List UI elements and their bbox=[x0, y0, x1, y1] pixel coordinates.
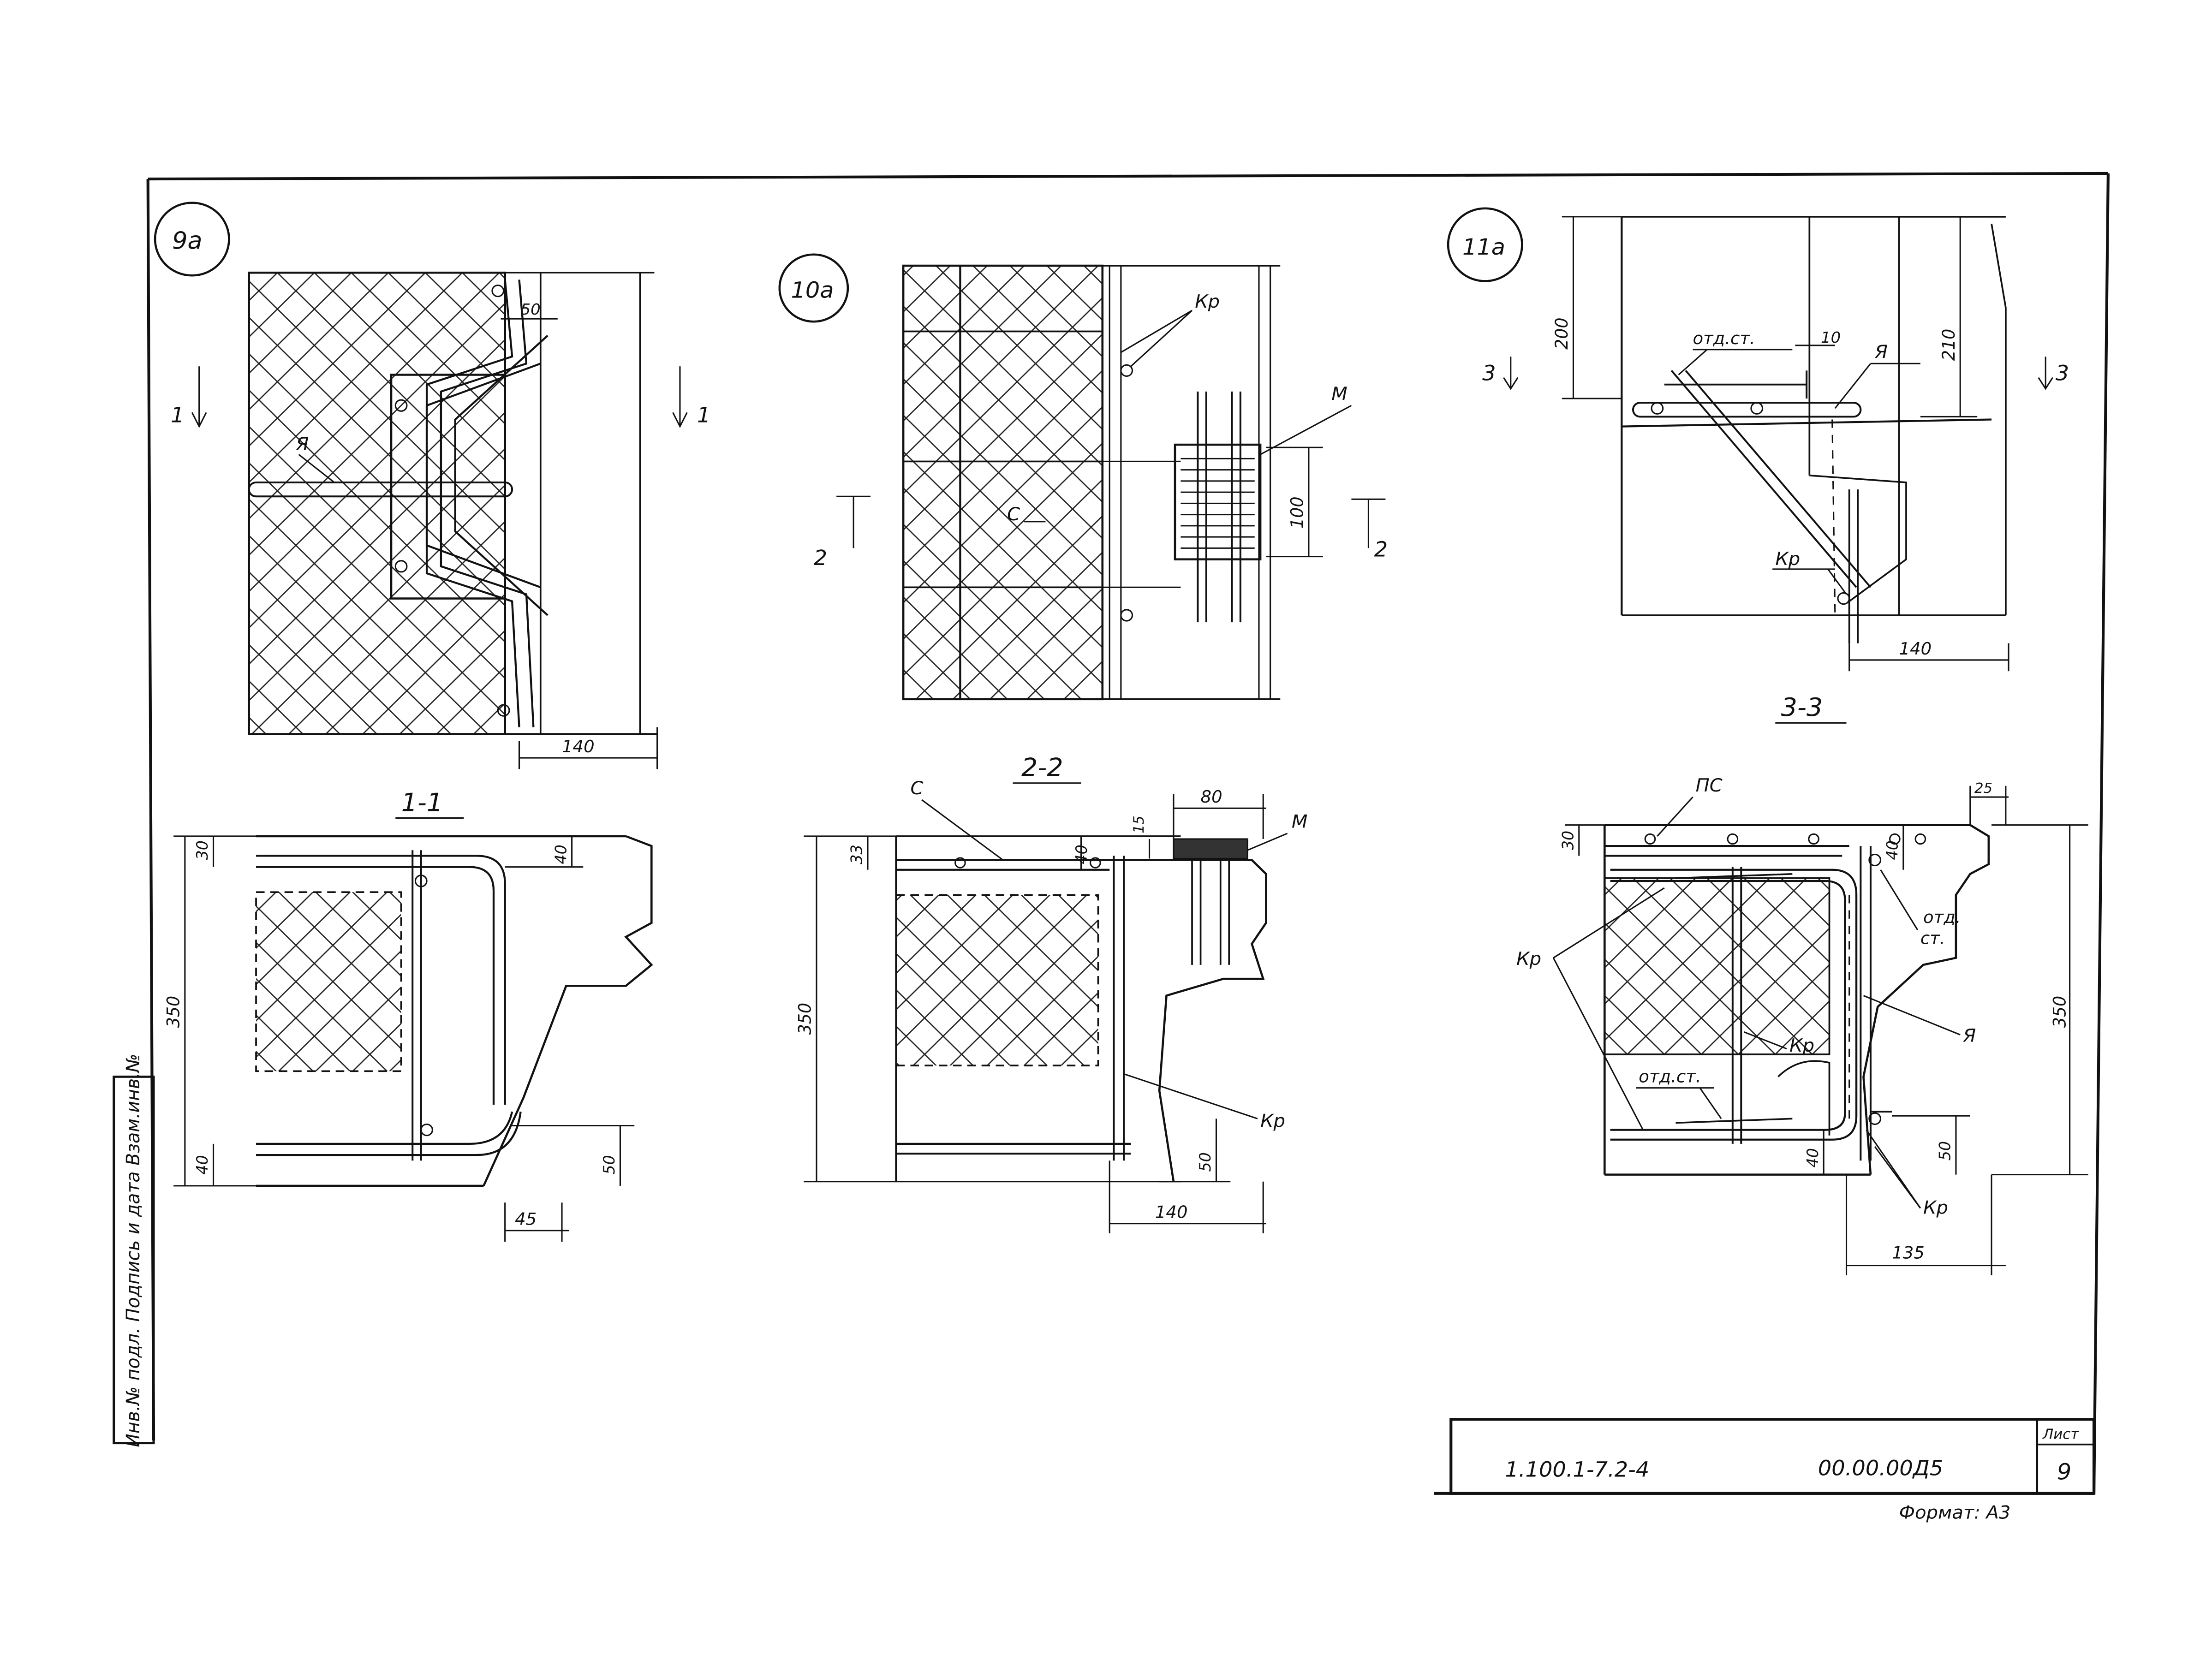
detail-11a-marker bbox=[1447, 207, 1523, 282]
svg-text:Я: Я bbox=[295, 434, 309, 455]
svg-text:45: 45 bbox=[515, 1209, 537, 1229]
svg-text:100: 100 bbox=[1287, 497, 1307, 529]
detail-9a: 9а Я 1 1 50 140 bbox=[154, 202, 710, 769]
svg-text:1: 1 bbox=[697, 403, 710, 428]
svg-text:30: 30 bbox=[1559, 831, 1577, 850]
svg-text:отд.: отд. bbox=[1923, 907, 1961, 927]
svg-text:отд.ст.: отд.ст. bbox=[1693, 328, 1755, 348]
svg-text:3: 3 bbox=[1482, 361, 1496, 386]
svg-text:2-2: 2-2 bbox=[1021, 753, 1063, 782]
document-number: 00.00.00Д5 bbox=[1818, 1456, 1944, 1481]
svg-text:ст.: ст. bbox=[1920, 928, 1945, 948]
side-stamp: Инв.№ подл. Подпись и дата Взам.инв.№ bbox=[113, 1053, 155, 1447]
svg-text:ПС: ПС bbox=[1696, 775, 1723, 796]
svg-text:40: 40 bbox=[552, 845, 570, 864]
format-note: Формат: А3 bbox=[1899, 1502, 2011, 1523]
svg-text:30: 30 bbox=[193, 840, 211, 860]
svg-text:отд.ст.: отд.ст. bbox=[1639, 1067, 1701, 1087]
section-2-2-insulation bbox=[895, 894, 1099, 1066]
svg-text:33: 33 bbox=[847, 845, 865, 864]
title-block: 1.100.1-7.2-4 00.00.00Д5 Лист 9 Формат: … bbox=[1449, 1418, 2096, 1523]
svg-text:350: 350 bbox=[2050, 996, 2069, 1028]
section-1-1: 1-1 350 30 40 40 50 45 bbox=[163, 788, 653, 1242]
svg-text:М: М bbox=[1331, 383, 1347, 405]
section-1-1-insulation bbox=[255, 891, 402, 1072]
svg-text:200: 200 bbox=[1552, 317, 1572, 349]
svg-text:2: 2 bbox=[814, 545, 827, 570]
svg-text:С: С bbox=[911, 778, 924, 799]
svg-text:50: 50 bbox=[1936, 1141, 1954, 1160]
detail-10a: 10а Кр М С bbox=[778, 253, 1388, 701]
svg-text:3: 3 bbox=[2056, 361, 2069, 386]
svg-text:50: 50 bbox=[521, 300, 541, 318]
svg-text:3-3: 3-3 bbox=[1781, 693, 1823, 722]
svg-text:80: 80 bbox=[1201, 787, 1222, 807]
drawing-code: 1.100.1-7.2-4 bbox=[1505, 1457, 1649, 1482]
svg-text:11а: 11а bbox=[1462, 234, 1505, 260]
detail-11a: 11а отд.ст. Я Кр 200 2 bbox=[1447, 207, 2069, 672]
svg-text:Кр: Кр bbox=[1195, 291, 1220, 312]
svg-text:1: 1 bbox=[171, 403, 184, 428]
svg-text:135: 135 bbox=[1892, 1243, 1925, 1263]
svg-text:10а: 10а bbox=[791, 277, 834, 303]
svg-text:140: 140 bbox=[1899, 639, 1932, 659]
svg-text:40: 40 bbox=[193, 1155, 211, 1174]
svg-text:Я: Я bbox=[1874, 341, 1888, 363]
section-2-2-plate bbox=[1173, 838, 1248, 859]
svg-text:Я: Я bbox=[1962, 1025, 1976, 1047]
section-3-3: 3-3 ПС отд. ст. Кр Кр Я bbox=[1516, 693, 2088, 1275]
detail-10a-plate bbox=[1174, 443, 1262, 560]
svg-text:15: 15 bbox=[1131, 815, 1147, 833]
svg-text:140: 140 bbox=[562, 737, 595, 756]
svg-text:40: 40 bbox=[1073, 845, 1091, 864]
sheet-label: Лист bbox=[2042, 1427, 2079, 1443]
section-2-2: 2-2 С М Кр 350 33 40 80 bbox=[795, 753, 1307, 1233]
svg-text:350: 350 bbox=[795, 1003, 815, 1035]
svg-text:50: 50 bbox=[1196, 1152, 1214, 1172]
svg-text:40: 40 bbox=[1804, 1148, 1822, 1167]
side-stamp-text: Инв.№ подл. Подпись и дата Взам.инв.№ bbox=[123, 1053, 144, 1447]
svg-text:Кр: Кр bbox=[1516, 948, 1541, 970]
svg-text:1-1: 1-1 bbox=[401, 788, 443, 817]
svg-text:2: 2 bbox=[1374, 537, 1388, 562]
sheet-number: 9 bbox=[2057, 1459, 2071, 1485]
svg-text:Кр: Кр bbox=[1789, 1035, 1814, 1056]
svg-text:С: С bbox=[1007, 504, 1020, 525]
svg-text:25: 25 bbox=[1974, 780, 1992, 797]
detail-10a-marker bbox=[778, 253, 849, 323]
section-3-3-insulation bbox=[1604, 877, 1830, 1055]
svg-text:Кр: Кр bbox=[1260, 1111, 1285, 1132]
svg-text:10: 10 bbox=[1821, 328, 1841, 346]
svg-text:Кр: Кр bbox=[1923, 1197, 1948, 1219]
svg-text:140: 140 bbox=[1155, 1202, 1188, 1222]
svg-text:М: М bbox=[1292, 811, 1308, 833]
svg-text:9а: 9а bbox=[172, 227, 202, 255]
svg-text:Кр: Кр bbox=[1775, 548, 1800, 570]
detail-9a-marker bbox=[154, 202, 230, 277]
svg-text:350: 350 bbox=[163, 996, 183, 1028]
svg-text:210: 210 bbox=[1939, 329, 1959, 361]
svg-text:40: 40 bbox=[1883, 840, 1901, 860]
detail-10a-block bbox=[902, 264, 1104, 701]
svg-text:50: 50 bbox=[600, 1155, 618, 1174]
detail-9a-insulation bbox=[248, 271, 506, 735]
